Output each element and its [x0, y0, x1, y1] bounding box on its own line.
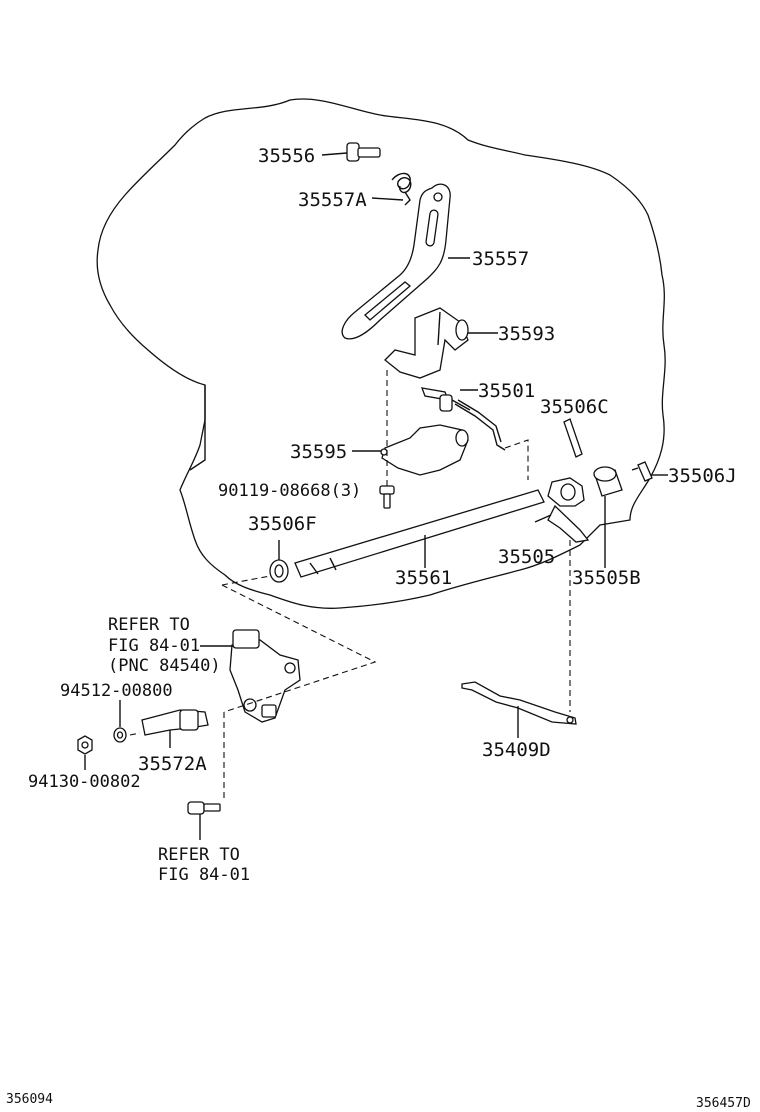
- bolt-90119-icon[interactable]: [379, 485, 395, 509]
- refer-bottom-line1[interactable]: REFER TO: [158, 845, 240, 865]
- label-35409d: 35409D: [482, 739, 551, 761]
- label-35505b: 35505B: [572, 567, 641, 589]
- footer-left-code: 356094: [6, 1092, 53, 1107]
- label-35593: 35593: [498, 323, 555, 345]
- bracket-35593-icon[interactable]: [384, 307, 469, 379]
- label-35506f: 35506F: [248, 513, 317, 535]
- label-35556: 35556: [258, 145, 315, 167]
- neutral-start-switch-icon[interactable]: [229, 629, 301, 723]
- label-35501: 35501: [478, 380, 535, 402]
- footer-right-code: 356457D: [696, 1096, 751, 1111]
- manual-valve-shaft-35561-icon[interactable]: [294, 489, 545, 578]
- label-90119: 90119-08668(3): [218, 481, 361, 501]
- shift-shaft-35501-icon[interactable]: [420, 387, 506, 451]
- refer-bottom-line2[interactable]: FIG 84-01: [158, 865, 250, 885]
- detent-plate-35557-icon[interactable]: [341, 183, 451, 340]
- label-35557a: 35557A: [298, 189, 367, 211]
- label-35557: 35557: [472, 248, 529, 270]
- pin-35506c-icon[interactable]: [563, 418, 583, 458]
- bushing-35505b-icon[interactable]: [593, 466, 623, 497]
- bolt-35556-icon[interactable]: [346, 142, 381, 162]
- label-35595: 35595: [290, 441, 347, 463]
- label-94130: 94130-00802: [28, 772, 141, 792]
- bolt-switch-mount-icon[interactable]: [187, 801, 221, 815]
- refer-top-line2[interactable]: FIG 84-01: [108, 636, 200, 656]
- label-35506c: 35506C: [540, 396, 609, 418]
- transmission-case-outline: [96, 98, 666, 609]
- label-35506j: 35506J: [668, 465, 737, 487]
- label-94512: 94512-00800: [60, 681, 173, 701]
- nut-94130-icon[interactable]: [77, 735, 93, 755]
- oil-seal-35506f-icon[interactable]: [269, 559, 289, 583]
- label-35505: 35505: [498, 546, 555, 568]
- control-lever-35572a-icon[interactable]: [141, 709, 209, 736]
- clip-35506j-icon[interactable]: [631, 461, 653, 482]
- detent-lever-35505-icon[interactable]: [547, 477, 590, 543]
- label-35561: 35561: [395, 567, 452, 589]
- case-inner-edge: [189, 385, 206, 471]
- label-35572a: 35572A: [138, 753, 207, 775]
- shift-rod-35409d-icon[interactable]: [461, 681, 577, 725]
- refer-top-line3[interactable]: (PNC 84540): [108, 656, 221, 676]
- washer-94512-icon[interactable]: [113, 727, 127, 743]
- refer-top-line1[interactable]: REFER TO: [108, 615, 190, 635]
- spring-35557a-icon[interactable]: [391, 172, 412, 206]
